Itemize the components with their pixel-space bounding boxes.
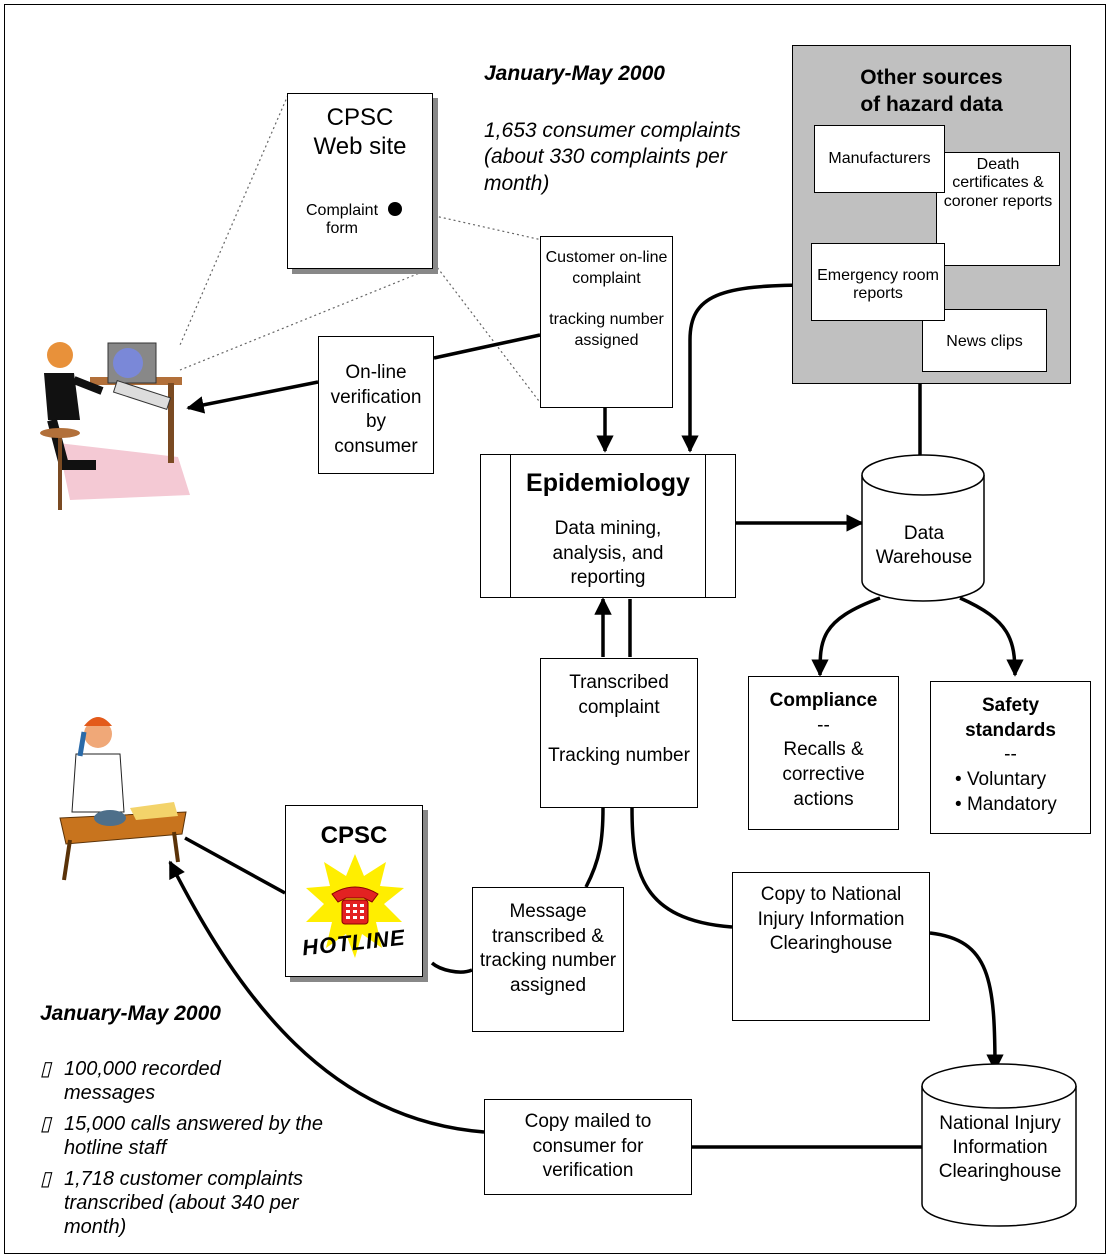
transcribed-complaint-box: Transcribed complaint Tracking number <box>540 658 698 808</box>
message-transcribed-box: Message transcribed & tracking number as… <box>472 887 624 1032</box>
hotline-stat-text: 15,000 calls answered by the hotline sta… <box>64 1113 324 1159</box>
epidemiology-text: Data mining, analysis, and reporting <box>552 518 664 589</box>
complaint-form-label: Complaint form <box>305 202 379 238</box>
other-sources-title: Other sources of hazard data <box>860 66 1003 117</box>
epidemiology-box: Epidemiology Data mining, analysis, and … <box>480 454 736 598</box>
customer-online-line2: tracking number assigned <box>549 311 664 350</box>
compliance-text: Recalls & corrective actions <box>782 739 865 810</box>
hotline-stat-text: 100,000 recorded messages <box>64 1058 221 1104</box>
manufacturers-box: Manufacturers <box>814 125 945 193</box>
safety-item-label: Mandatory <box>966 793 1057 815</box>
compliance-title: Compliance <box>769 690 878 711</box>
safety-standards-box: Safety standards -- • Voluntary • Mandat… <box>930 681 1091 834</box>
hotline-stat-text: 1,718 customer complaints transcribed (a… <box>64 1168 304 1238</box>
customer-online-complaint-box: Customer on-line complaint tracking numb… <box>540 236 673 408</box>
compliance-box: Compliance -- Recalls & corrective actio… <box>748 676 899 830</box>
death-certificates-box: Death certificates & coroner reports <box>936 152 1060 266</box>
hotline-phone-burst-icon <box>306 854 404 958</box>
web-stats-period: January-May 2000 <box>484 62 665 85</box>
safety-dash: -- <box>1004 744 1017 766</box>
data-warehouse-cylinder <box>861 454 985 602</box>
cpsc-web-site-box: CPSC Web site Complaint form <box>287 93 433 269</box>
web-stats-text: 1,653 consumer complaints (about 330 com… <box>484 119 741 195</box>
niic-cylinder <box>921 1063 1077 1227</box>
niic-label: National Injury Information Clearinghous… <box>938 1113 1062 1182</box>
hotline-stat-item: ▯1,718 customer complaints transcribed (… <box>40 1167 325 1239</box>
web-site-title: CPSC Web site <box>313 104 407 160</box>
cpsc-hotline-box: CPSC HOTLINE <box>285 805 423 977</box>
customer-online-line1: Customer on-line complaint <box>545 249 668 288</box>
safety-item-voluntary: • Voluntary <box>955 769 1047 791</box>
consumer-computer-illustration <box>40 342 190 510</box>
safety-item-label: Voluntary <box>966 769 1047 791</box>
complaint-form-dot-icon <box>388 202 402 216</box>
hotline-stat-item: ▯100,000 recorded messages <box>40 1057 280 1105</box>
hotline-stat-item: ▯15,000 calls answered by the hotline st… <box>40 1112 350 1160</box>
safety-title: Safety standards <box>965 695 1056 741</box>
copy-mailed-box: Copy mailed to consumer for verification <box>484 1099 692 1195</box>
data-warehouse-label: Data Warehouse <box>875 523 973 568</box>
transcribed-line2: Tracking number <box>548 745 690 767</box>
epidemiology-title: Epidemiology <box>526 469 690 497</box>
compliance-dash: -- <box>817 714 830 736</box>
transcribed-line1: Transcribed complaint <box>569 672 669 718</box>
online-verification-box: On-line verification by consumer <box>318 336 434 474</box>
hotline-title: CPSC <box>320 822 388 849</box>
hotline-staff-illustration <box>59 717 187 881</box>
copy-to-niic-box: Copy to National Injury Information Clea… <box>732 872 930 1021</box>
hotline-stats-period: January-May 2000 <box>40 1002 221 1025</box>
emergency-room-box: Emergency room reports <box>811 243 945 321</box>
safety-item-mandatory: • Mandatory <box>955 793 1057 815</box>
